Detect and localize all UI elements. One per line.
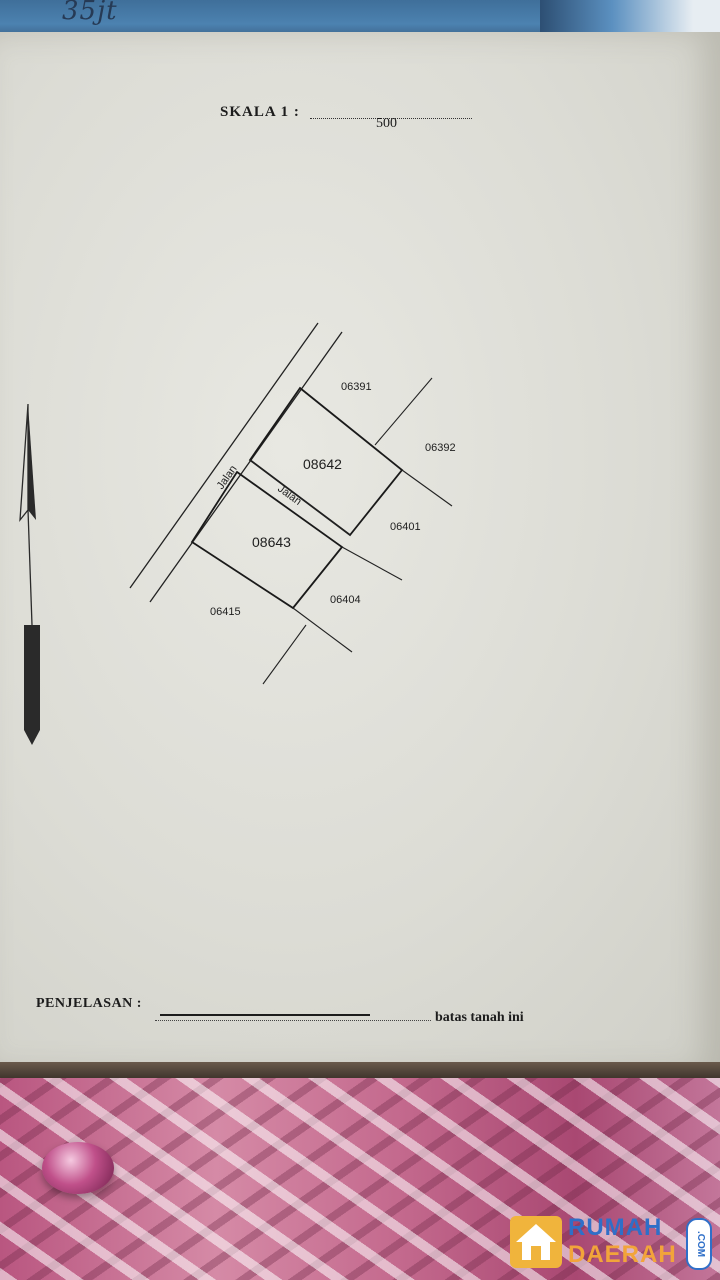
legend-description: batas tanah ini: [435, 1010, 524, 1025]
north-arrow-icon: [19, 403, 40, 745]
decorative-bead: [42, 1142, 114, 1194]
watermark-logo: RUMAH DAERAH .COM: [510, 1214, 712, 1272]
parcel-label-08643: 08643: [252, 534, 291, 550]
boundary-06401-06404: [341, 546, 403, 581]
watermark-suffix: .COM: [686, 1218, 712, 1270]
watermark-line1: RUMAH: [568, 1214, 663, 1241]
neighbor-label-06415: 06415: [210, 606, 241, 618]
road-edge-west: [129, 322, 319, 589]
road-edge-east: [149, 331, 343, 603]
legend-boundary-line: [160, 1014, 370, 1016]
boundary-06415-06404: [262, 624, 307, 685]
boundary-06404-south: [292, 607, 353, 653]
neighbor-label-06391: 06391: [341, 381, 372, 393]
legend-dotted-line: [155, 1020, 431, 1021]
scale-dotted-line: [310, 118, 472, 119]
house-icon: [510, 1216, 562, 1268]
neighbor-label-06401: 06401: [390, 521, 421, 533]
handwritten-note: 35jt: [62, 0, 118, 26]
scale-value: 500: [376, 116, 397, 131]
fabric-background: [0, 1078, 720, 1280]
boundary-06391-06392: [374, 377, 433, 446]
neighbor-label-06392: 06392: [425, 442, 456, 454]
document-page: [0, 32, 720, 1078]
parcel-map: 08642 08643 06391 06392 06401 06404 0641…: [129, 322, 456, 685]
road-label-inner: Jalan: [275, 483, 303, 508]
scale-label: SKALA 1 :: [220, 104, 300, 120]
watermark-line2: DAERAH: [568, 1241, 677, 1268]
parcel-label-08642: 08642: [303, 456, 342, 472]
road-label-main: Jalan: [215, 463, 240, 491]
page-edge-shadow: [0, 1062, 720, 1080]
legend-heading: PENJELASAN :: [36, 996, 142, 1011]
neighbor-label-06404: 06404: [330, 594, 361, 606]
inner-road-edge: [249, 459, 351, 536]
boundary-06392-06401: [401, 469, 453, 507]
